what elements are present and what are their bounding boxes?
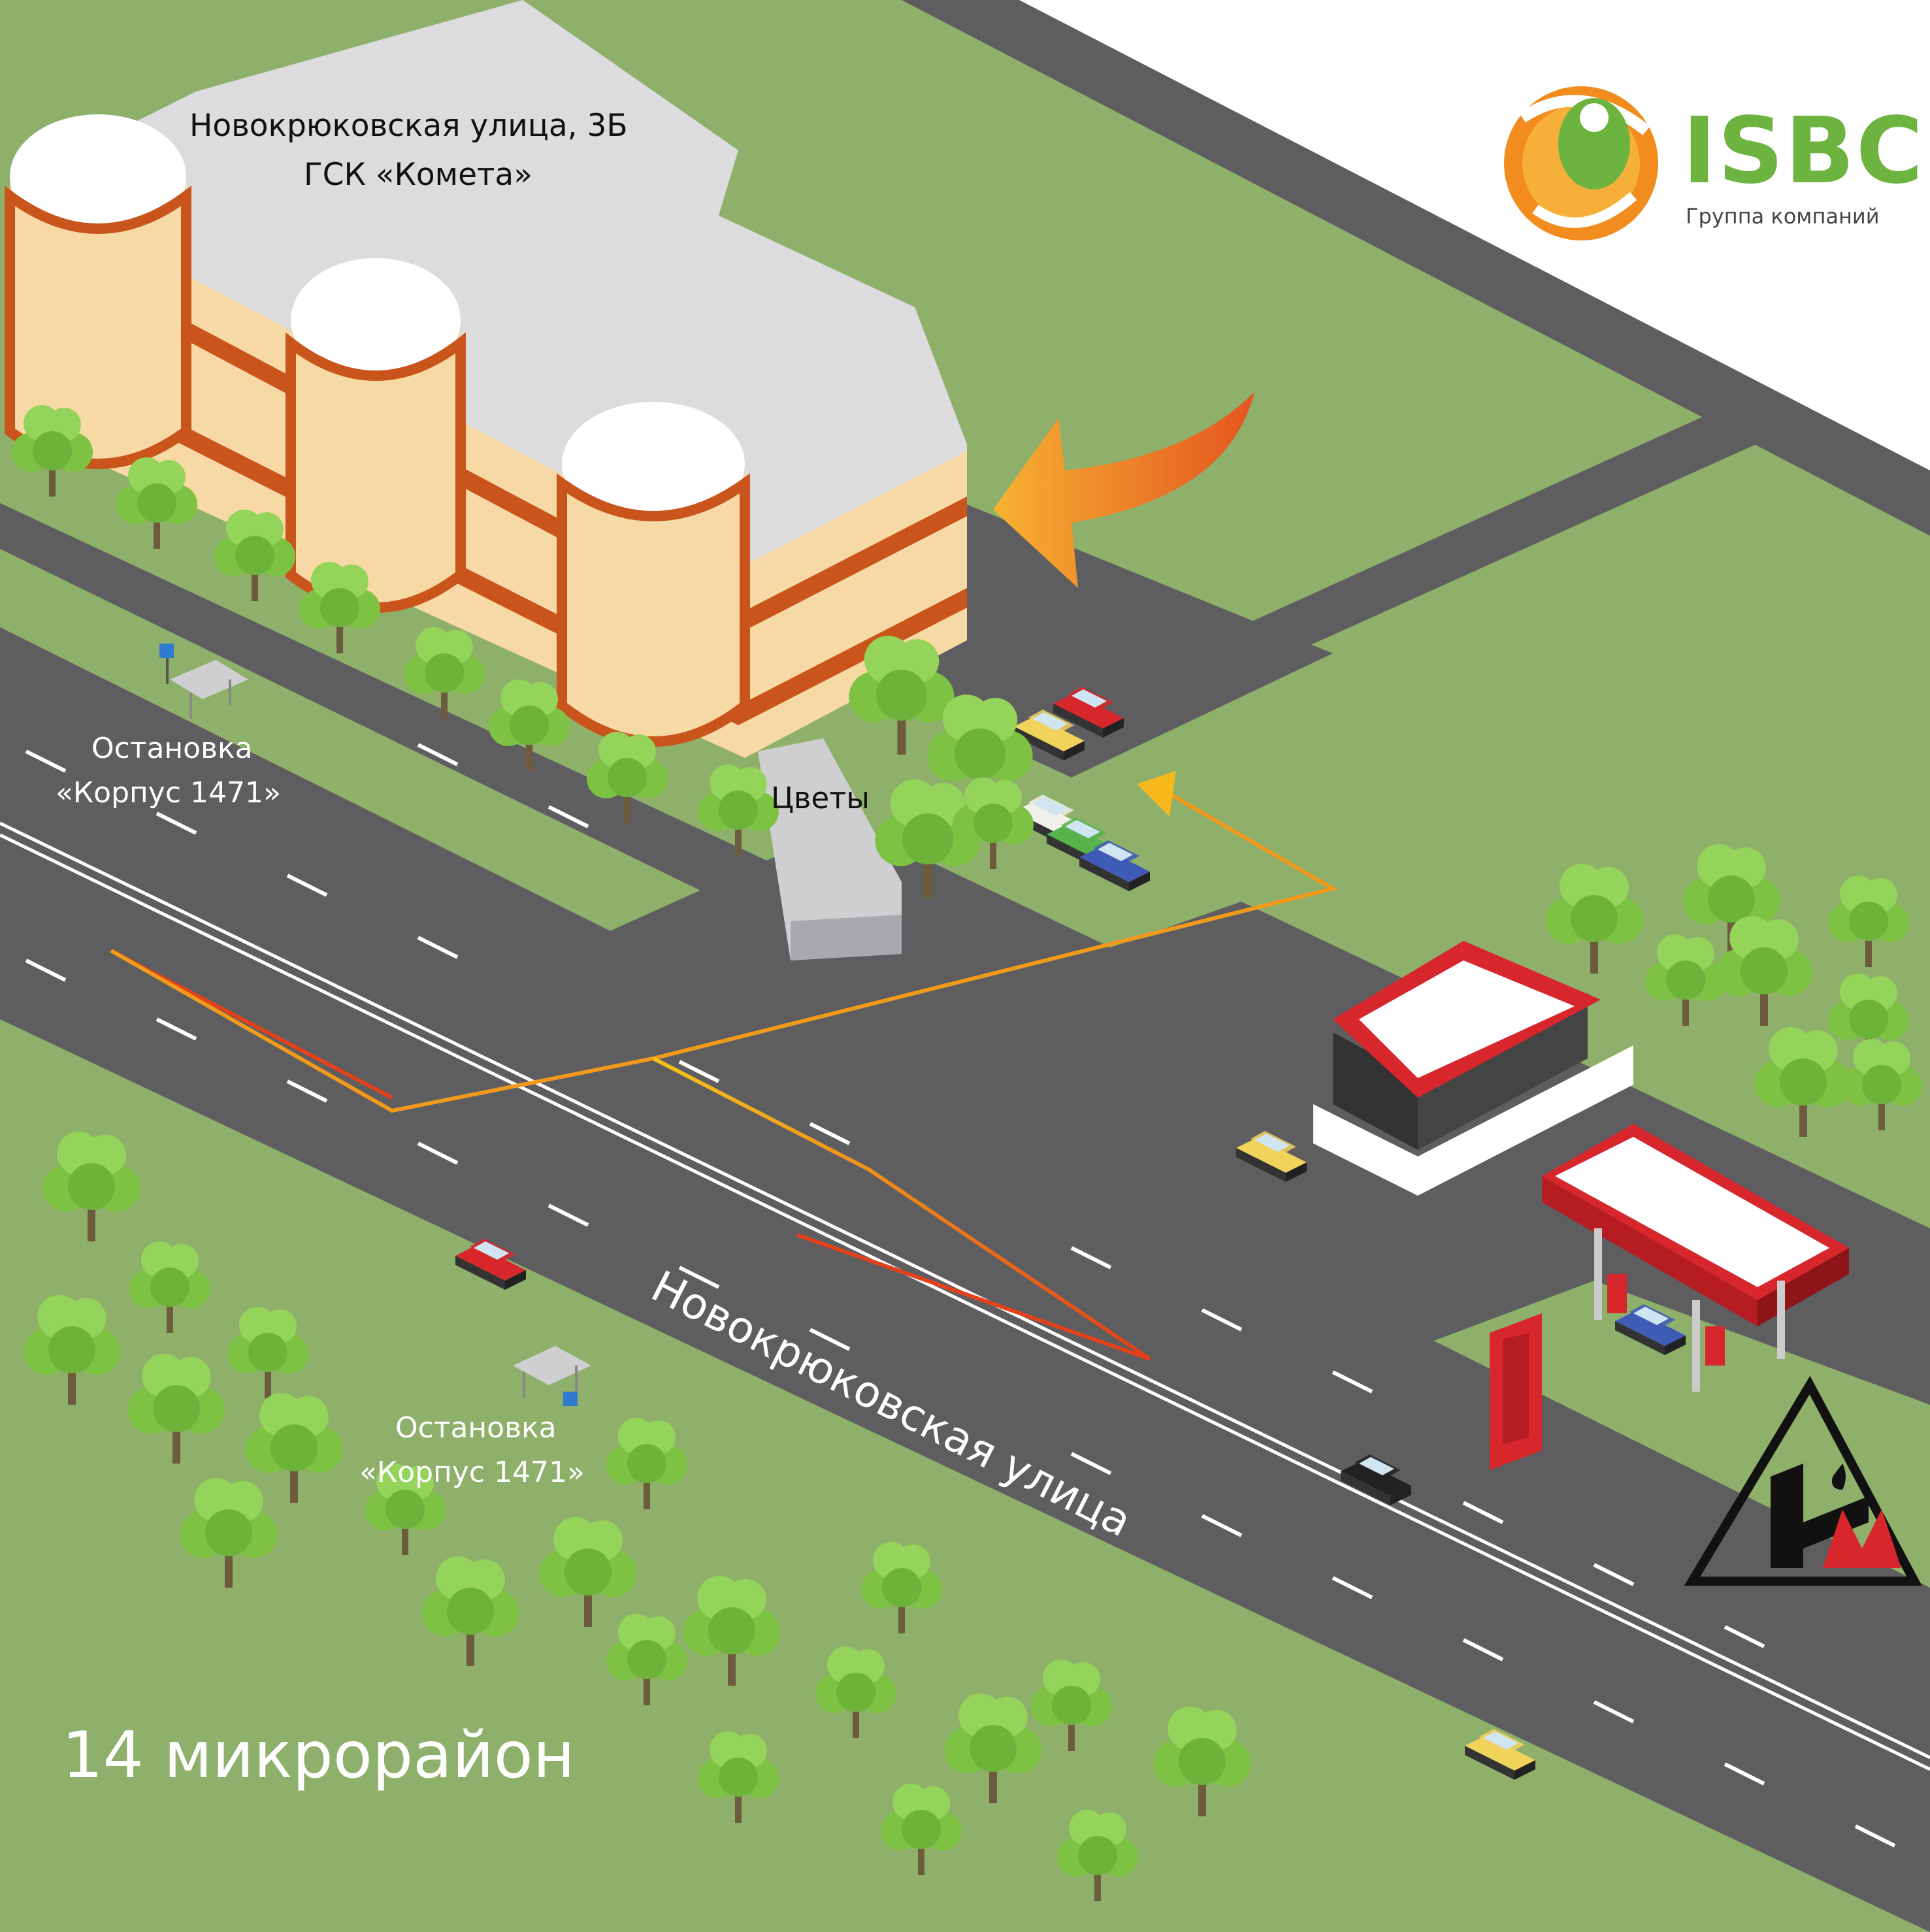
double-center-line — [0, 821, 1930, 1771]
gas-price-pylon — [1490, 1313, 1542, 1470]
route-arrow-icon — [1137, 771, 1176, 817]
building-gsk-kometa — [4, 0, 967, 758]
flowers-kiosk-label: Цветы — [771, 781, 870, 815]
red-lane-line-right — [796, 1233, 1151, 1361]
nm-triangle-logo-icon — [1684, 1375, 1922, 1586]
bus-stop-top-label-1: Остановка — [91, 732, 253, 765]
building-name-label: ГСК «Комета» — [304, 157, 532, 193]
top-right-corner — [947, 0, 1930, 470]
bus-stop-top-label-2: «Корпус 1471» — [56, 776, 281, 810]
bus-stop-sign-icon — [159, 644, 174, 658]
lane-dashes — [25, 743, 1896, 1848]
main-road — [0, 627, 1930, 1932]
frontage-road — [0, 503, 869, 941]
entrance-arrow-icon — [993, 392, 1254, 588]
bus-stop-bottom-label-1: Остановка — [395, 1411, 557, 1445]
bus-stop-bottom-label-2: «Корпус 1471» — [359, 1456, 585, 1489]
gas-station-shop — [1313, 941, 1633, 1196]
isbc-brand-text: ISBC — [1682, 98, 1925, 205]
back-road — [902, 0, 1930, 536]
connector-road — [1124, 314, 1930, 706]
bus-stop-top — [159, 644, 248, 719]
flowers-kiosk — [758, 738, 902, 960]
isbc-logo-mark — [1504, 86, 1658, 240]
building-address-label: Новокрюковская улица, 3Б — [189, 108, 628, 144]
bus-stop-bottom — [513, 1346, 591, 1406]
district-label: 14 микрорайон — [62, 1718, 575, 1793]
gas-station-canopy — [1542, 1124, 1849, 1392]
bus-stop-sign-icon — [563, 1392, 578, 1406]
route-path-down — [652, 1056, 1151, 1361]
isbc-tagline: Группа компаний — [1686, 204, 1880, 229]
